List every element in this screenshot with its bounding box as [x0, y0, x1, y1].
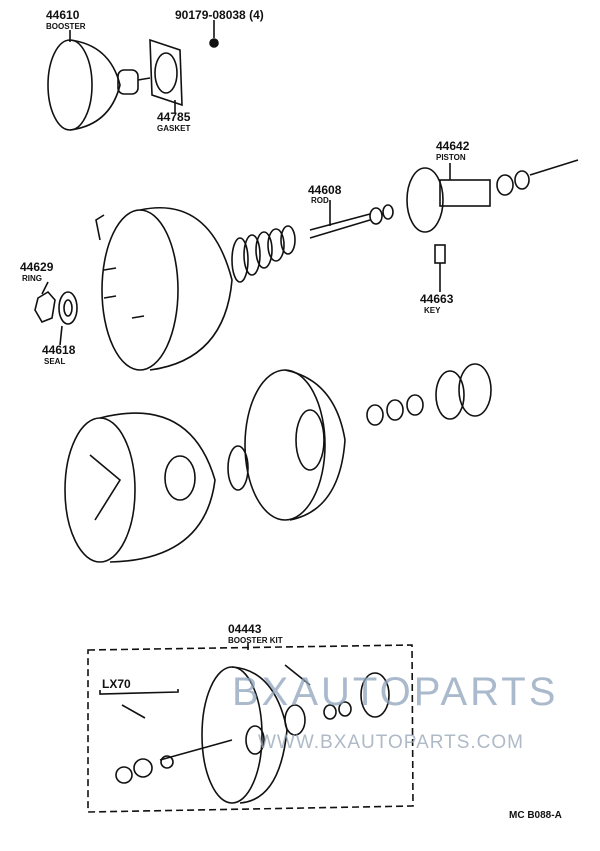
key-part-name: KEY [424, 306, 441, 315]
gasket-drawing [149, 38, 183, 113]
booster-kit-box [87, 643, 414, 813]
diagram-reference: MC B088-A [509, 810, 562, 821]
rod-drawing [309, 200, 394, 239]
watermark-url: WWW.BXAUTOPARTS.COM [258, 732, 525, 753]
piston-part-number: 44642 [436, 139, 470, 153]
booster-assembly-small [47, 30, 151, 131]
booster-part-number: 44610 [46, 8, 80, 22]
rod-part-number: 44608 [308, 183, 342, 197]
seal-part-number: 44618 [42, 343, 76, 357]
key-drawing [434, 244, 446, 292]
kit-part-number: 04443 [228, 622, 262, 636]
booster-shell-front [95, 206, 233, 371]
nut-part-number: 90179-08038 (4) [175, 8, 264, 22]
seal-part-name: SEAL [44, 357, 66, 366]
ring-part-number: 44629 [20, 260, 54, 274]
rod-part-name: ROD [311, 196, 329, 205]
diaphragm-drawing [227, 369, 346, 521]
watermark-brand: BXAUTOPARTS [232, 670, 559, 714]
piston-drawing [406, 159, 579, 233]
booster-part-name: BOOSTER [46, 22, 86, 31]
gasket-part-name: GASKET [157, 124, 191, 133]
gasket-part-number: 44785 [157, 110, 191, 124]
booster-shell-rear [64, 412, 216, 563]
key-part-number: 44663 [420, 292, 454, 306]
ring-seal-drawing [34, 281, 78, 346]
washers-drawing [366, 363, 492, 426]
variant-label: LX70 [102, 677, 131, 691]
ring-part-name: RING [22, 274, 42, 283]
nut-drawing [209, 20, 219, 48]
piston-part-name: PISTON [436, 153, 466, 162]
spring-drawing [231, 225, 296, 283]
kit-part-name: BOOSTER KIT [228, 636, 283, 645]
